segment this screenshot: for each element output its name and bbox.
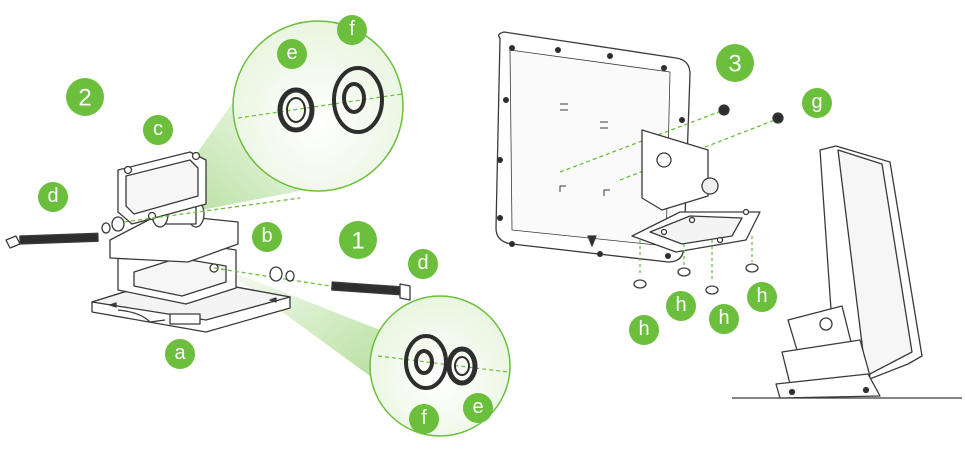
svg-text:c: c (153, 118, 163, 140)
flat-washer-bottom (404, 334, 448, 390)
part-label-e-top: e (277, 39, 307, 69)
part-label-h-4: h (747, 282, 777, 312)
part-label-g: g (802, 88, 832, 118)
svg-text:h: h (718, 307, 729, 329)
bolt-left (5, 232, 99, 249)
antenna-bracket (559, 104, 784, 295)
svg-text:h: h (675, 294, 686, 316)
part-label-d-right: d (408, 249, 438, 279)
part-label-d-left: d (38, 182, 68, 212)
svg-text:h: h (756, 285, 767, 307)
step-label-2: 2 (66, 78, 104, 116)
svg-text:e: e (286, 42, 297, 64)
washer-left-1 (101, 222, 111, 234)
washer-right-2 (285, 270, 295, 282)
part-label-e-bottom: e (463, 393, 493, 423)
antenna-side-view (732, 145, 962, 399)
part-label-h-2: h (666, 291, 696, 321)
bolt-right (331, 281, 411, 301)
svg-text:1: 1 (351, 228, 364, 255)
part-label-h-1: h (629, 315, 659, 345)
svg-text:g: g (811, 91, 822, 113)
svg-text:b: b (261, 225, 272, 247)
part-label-c: c (143, 115, 173, 145)
svg-text:f: f (421, 407, 427, 429)
svg-text:e: e (472, 396, 483, 418)
step-label-3: 3 (716, 44, 754, 82)
upper-bracket (117, 151, 207, 225)
part-label-a: a (165, 339, 195, 369)
part-label-h-3: h (709, 304, 739, 334)
svg-text:d: d (47, 185, 58, 207)
part-label-b: b (252, 222, 282, 252)
svg-text:a: a (174, 342, 186, 364)
zoom-detail-top (232, 20, 404, 192)
dash-left (123, 197, 301, 223)
nuts-g (718, 104, 784, 124)
svg-text:h: h (638, 318, 649, 340)
svg-text:3: 3 (728, 51, 741, 78)
mount-assembly (5, 85, 411, 398)
rubber-feet-h (633, 263, 759, 295)
washer-left-2 (111, 216, 125, 232)
svg-text:d: d (417, 252, 428, 274)
flat-washer-top (332, 66, 384, 134)
spring-washer-top (277, 87, 315, 133)
part-label-f-top: f (337, 15, 367, 45)
svg-text:2: 2 (78, 85, 91, 112)
step-label-1: 1 (339, 221, 377, 259)
svg-text:f: f (349, 18, 355, 40)
spring-washer-bottom (446, 346, 478, 386)
part-label-f-bottom: f (409, 404, 439, 434)
antenna-panel (495, 31, 691, 263)
washer-right-1 (269, 266, 283, 282)
